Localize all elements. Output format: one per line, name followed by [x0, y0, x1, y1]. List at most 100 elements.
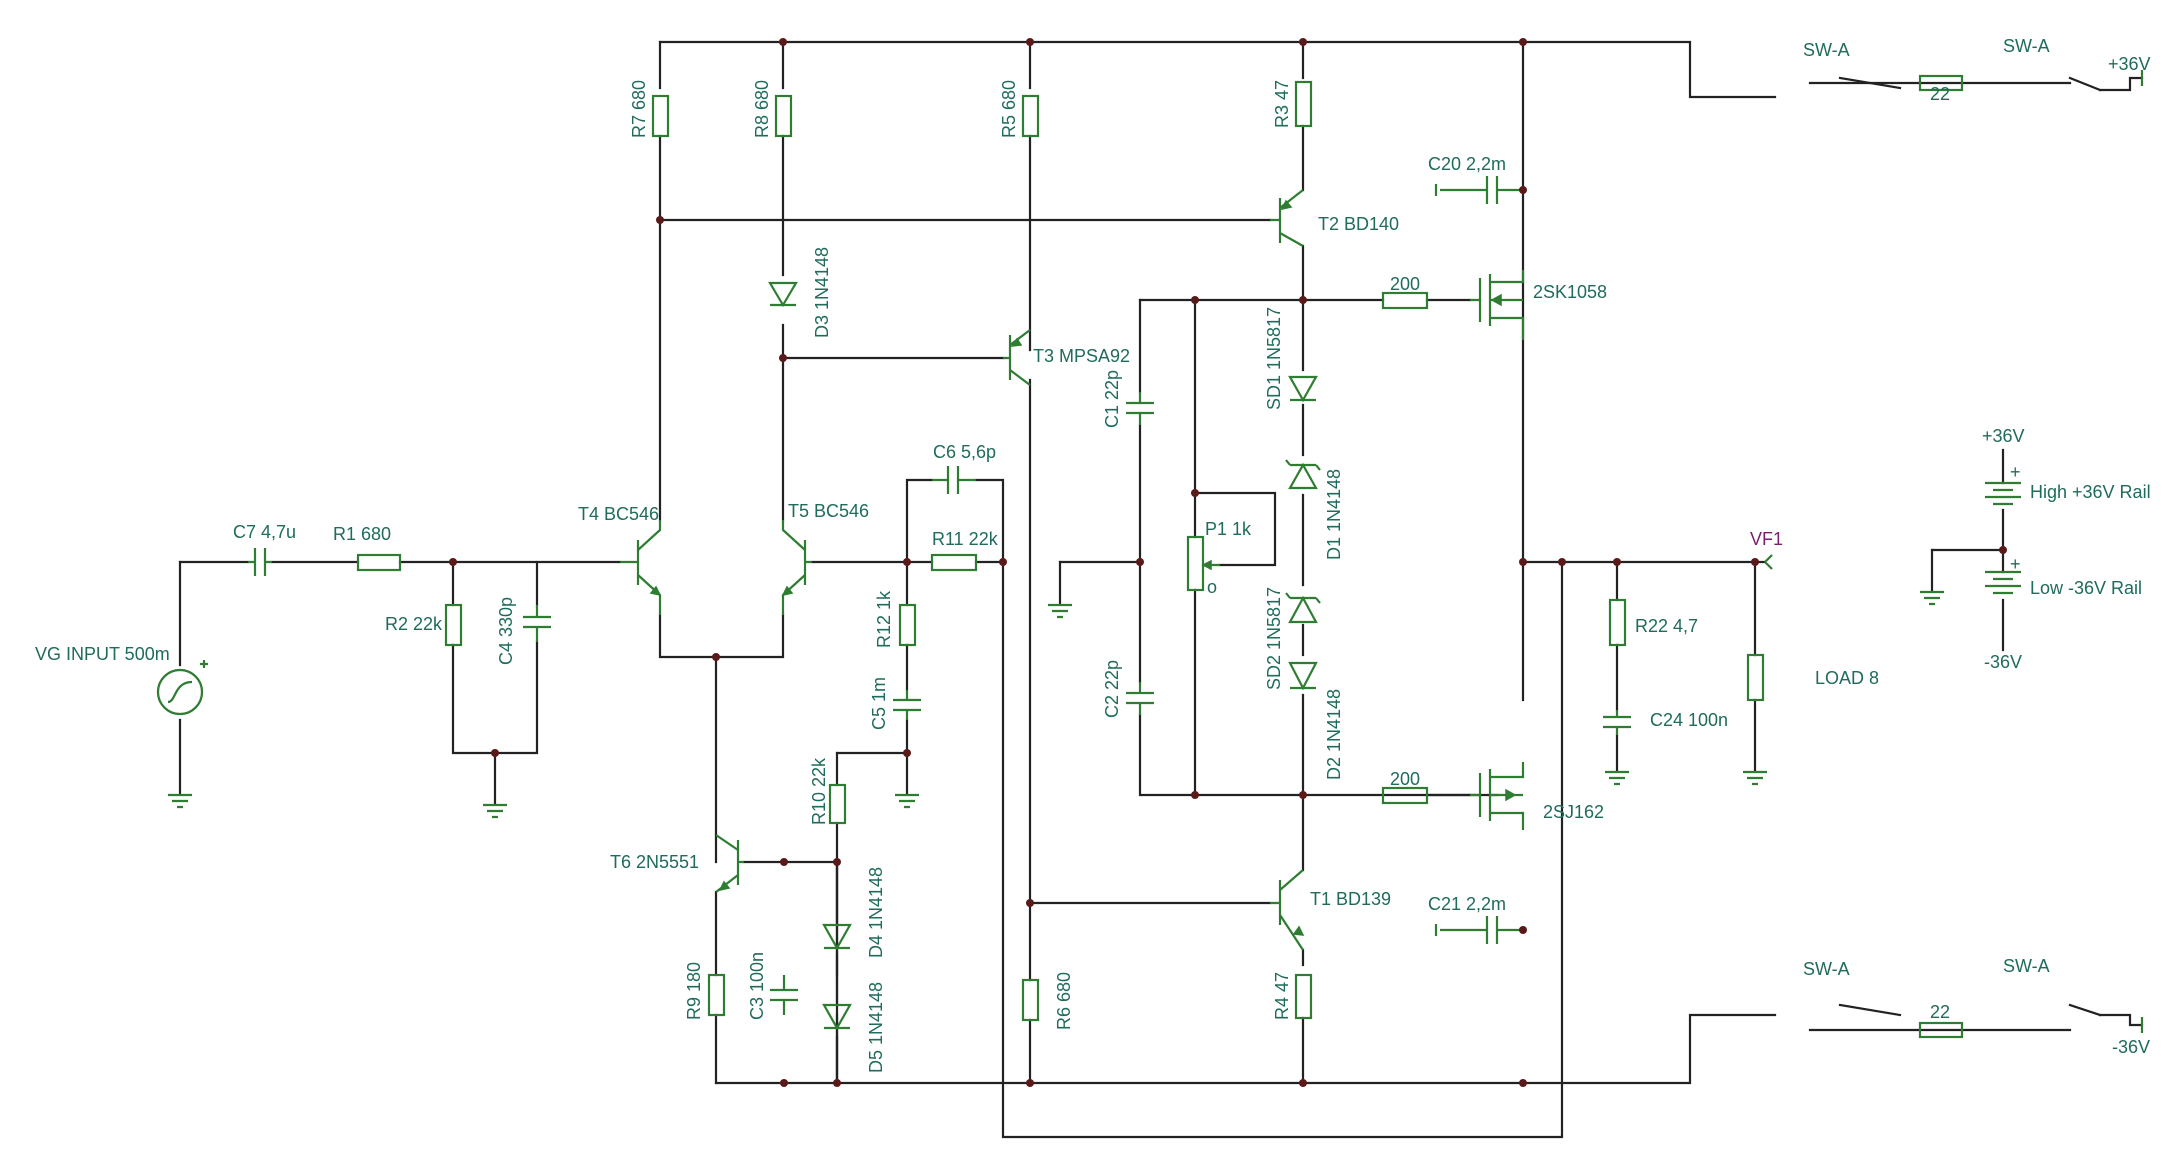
label-t1: T1 BD139 [1310, 889, 1391, 909]
label-r5: R5 680 [999, 80, 1019, 138]
labels: VG INPUT 500m C7 4,7u R1 680 R2 22k C4 3… [35, 36, 2151, 1073]
label-c1: C1 22p [1102, 370, 1122, 428]
resistor-r11 [930, 553, 978, 572]
resistor-load [1746, 653, 1765, 702]
resistor-gate-bottom [1381, 786, 1429, 805]
capacitor-c5 [893, 690, 921, 720]
resistor-r12 [898, 603, 917, 647]
potentiometer-p1 [1186, 535, 1205, 592]
diode-d2 [1288, 661, 1318, 691]
label-r7: R7 680 [629, 80, 649, 138]
label-t5: T5 BC546 [788, 501, 869, 521]
capacitor-c1 [1126, 392, 1154, 425]
label-c6: C6 5,6p [933, 442, 996, 462]
battery-low-rail-icon [1985, 570, 2021, 595]
transistor-t6 [715, 834, 744, 893]
capacitor-c6 [932, 466, 976, 494]
label-low-rail: Low -36V Rail [2030, 578, 2142, 598]
output-terminal-icon [1764, 554, 1773, 570]
label-p1-wiper: o [1207, 577, 1217, 597]
label-r9: R9 180 [684, 962, 704, 1020]
resistor-r5 [1021, 94, 1040, 138]
label-supply-top: +36V [1982, 426, 2025, 446]
label-r10: R10 22k [809, 757, 829, 825]
resistor-r2 [444, 603, 463, 647]
label-sw-bot-1: SW-A [1803, 959, 1850, 979]
resistor-r22 [1608, 598, 1627, 647]
ground-icon [483, 803, 507, 819]
transistor-t1 [1270, 869, 1305, 951]
transistor-t4 [620, 520, 662, 615]
capacitor-c7 [248, 548, 272, 576]
resistor-r7 [651, 94, 670, 138]
label-sw-bot-res: 22 [1930, 1002, 1950, 1022]
ground-icon [895, 793, 919, 809]
label-c2: C2 22p [1102, 660, 1122, 718]
label-d2: D2 1N4148 [1324, 689, 1344, 780]
label-sw-top-1: SW-A [1803, 40, 1850, 60]
transistor-t3 [1003, 329, 1031, 386]
label-r12: R12 1k [874, 590, 894, 648]
mosfet-2sj162 [1470, 762, 1525, 830]
label-t4: T4 BC546 [578, 504, 659, 524]
label-supply-plus-2: + [2010, 554, 2021, 574]
transistor-t5 [781, 520, 812, 615]
capacitor-c24 [1603, 710, 1631, 735]
capacitor-c4 [523, 605, 551, 642]
label-c7: C7 4,7u [233, 522, 296, 542]
label-r-gate-bottom: 200 [1390, 769, 1420, 789]
label-sw-top-res: 22 [1930, 84, 1950, 104]
label-r6: R6 680 [1054, 972, 1074, 1030]
input-source-icon [156, 668, 204, 716]
label-c20: C20 2,2m [1428, 154, 1506, 174]
diode-sd1 [1288, 375, 1318, 403]
ground-icon [1048, 603, 1072, 619]
label-t6: T6 2N5551 [610, 852, 699, 872]
capacitor-c20 [1434, 176, 1523, 204]
diodes [768, 281, 1321, 1031]
label-c24: C24 100n [1650, 710, 1728, 730]
mosfet-2sk1058 [1470, 270, 1525, 340]
wires [178, 40, 2144, 1139]
label-sw-top-2: SW-A [2003, 36, 2050, 56]
ground-symbols [168, 70, 2144, 1033]
label-r3: R3 47 [1272, 80, 1292, 128]
label-r4: R4 47 [1272, 972, 1292, 1020]
resistor-r6 [1021, 978, 1040, 1022]
label-r11: R11 22k [932, 529, 999, 549]
resistors [356, 74, 1964, 1039]
label-load: LOAD 8 [1815, 668, 1879, 688]
label-d1: D1 1N4148 [1324, 469, 1344, 560]
capacitors [248, 176, 1631, 1015]
label-vf1: VF1 [1750, 529, 1783, 549]
battery-high-rail-icon [1985, 481, 2021, 506]
label-2sj162: 2SJ162 [1543, 802, 1604, 822]
label-high-rail: High +36V Rail [2030, 482, 2151, 502]
resistor-r9 [707, 973, 726, 1017]
diode-sd2 [1285, 592, 1321, 624]
label-r1: R1 680 [333, 524, 391, 544]
resistor-gate-top [1381, 291, 1429, 310]
sources [156, 481, 2021, 716]
diode-d4 [822, 923, 852, 951]
label-c5: C5 1m [869, 677, 889, 730]
label-supply-plus-1: + [2010, 462, 2021, 482]
label-c21: C21 2,2m [1428, 894, 1506, 914]
transistor-t2 [1270, 189, 1304, 247]
ground-icon [1920, 590, 1944, 606]
label-r22: R22 4,7 [1635, 616, 1698, 636]
resistor-r1 [356, 553, 402, 572]
label-sw-bot-2: SW-A [2003, 956, 2050, 976]
resistor-sw-bottom [1918, 1021, 1964, 1039]
label-t2: T2 BD140 [1318, 214, 1399, 234]
label-r8: R8 680 [752, 80, 772, 138]
ground-icon [1605, 770, 1629, 786]
ground-icon [168, 793, 192, 809]
capacitor-c2 [1126, 682, 1154, 715]
label-r2: R2 22k [385, 614, 443, 634]
diode-d3 [768, 281, 798, 308]
resistor-r8 [774, 94, 793, 138]
label-r-gate-top: 200 [1390, 274, 1420, 294]
label-sd1: SD1 1N5817 [1264, 307, 1284, 410]
